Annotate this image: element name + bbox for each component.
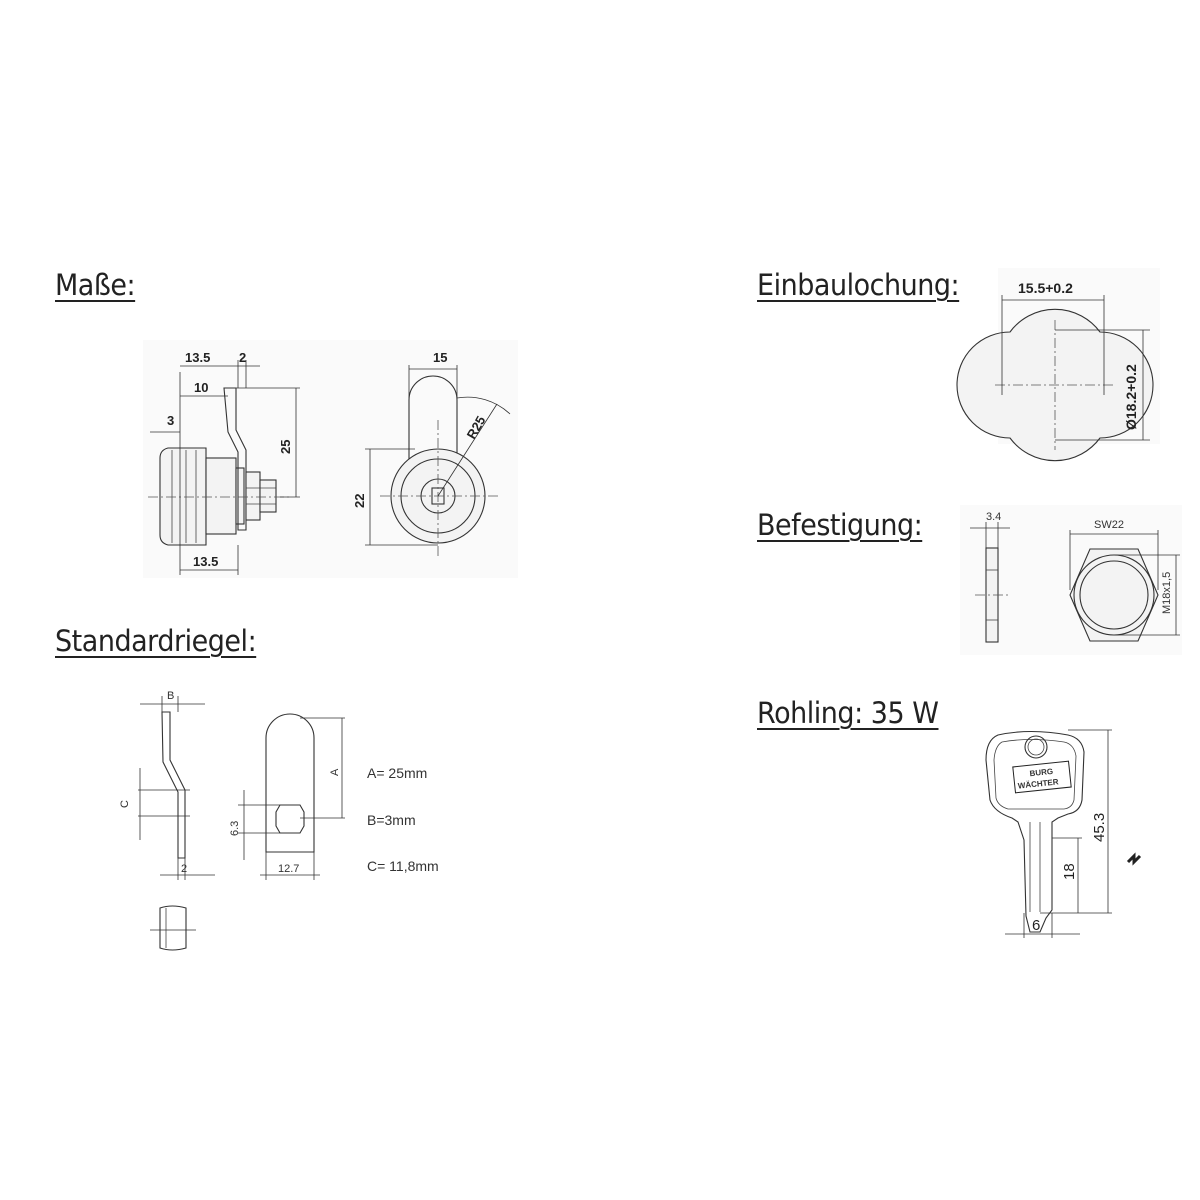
dim-2: 2: [239, 350, 246, 365]
heading-masse: Maße:: [55, 268, 136, 302]
befest-thickness: 3.4: [986, 511, 1001, 523]
brand-plate: [1012, 760, 1072, 794]
cam-bar: [223, 387, 247, 531]
dim-15: 15: [433, 350, 447, 365]
riegel-c-label: C: [119, 800, 131, 808]
dim-25: 25: [278, 440, 293, 454]
befest-sw: SW22: [1094, 519, 1124, 531]
riegel-12-7-label: 12.7: [278, 863, 299, 875]
riegel-6-3-label: 6.3: [229, 821, 241, 836]
einbau-diameter: Ø18.2+0.2: [1123, 364, 1139, 430]
dim-22: 22: [352, 494, 367, 508]
riegel-end-piece: [159, 905, 187, 951]
lock-body-front: [159, 447, 207, 546]
heading-standardriegel: Standardriegel:: [55, 624, 257, 658]
dim-13-5-top: 13.5: [185, 350, 210, 365]
lock-cylinder: [205, 457, 237, 535]
spec-b: B=3mm: [367, 812, 416, 828]
riegel-2-label: 2: [181, 863, 187, 875]
befest-thread: M18x1,5: [1161, 572, 1173, 614]
dim-3: 3: [167, 413, 174, 428]
heading-befestigung: Befestigung:: [757, 508, 923, 542]
brand-burg: BURG: [1029, 767, 1053, 778]
dim-10: 10: [194, 380, 208, 395]
hex-nut: [1069, 548, 1159, 642]
brand-waechter: WÄCHTER: [1017, 777, 1059, 790]
key-hole: [1024, 735, 1048, 759]
spec-a: A= 25mm: [367, 765, 428, 781]
spec-c: C= 11,8mm: [367, 858, 439, 874]
profile-symbol: [1126, 852, 1142, 866]
heading-rohling: Rohling: 35 W: [757, 696, 939, 730]
cam-front: [408, 375, 458, 471]
heading-einbaulochung: Einbaulochung:: [757, 268, 960, 302]
einbau-width: 15.5+0.2: [1018, 280, 1073, 296]
dim-13-5-bottom: 13.5: [193, 554, 218, 569]
riegel-square-hole: [275, 804, 305, 834]
riegel-a-label: A: [329, 768, 341, 776]
riegel-b-label: B: [167, 690, 174, 702]
rohling-length: 45.3: [1091, 813, 1108, 842]
riegel-front: [265, 713, 315, 853]
key-blank: [985, 730, 1085, 933]
rohling-width: 6: [1032, 917, 1040, 934]
rohling-blade: 18: [1061, 863, 1078, 880]
